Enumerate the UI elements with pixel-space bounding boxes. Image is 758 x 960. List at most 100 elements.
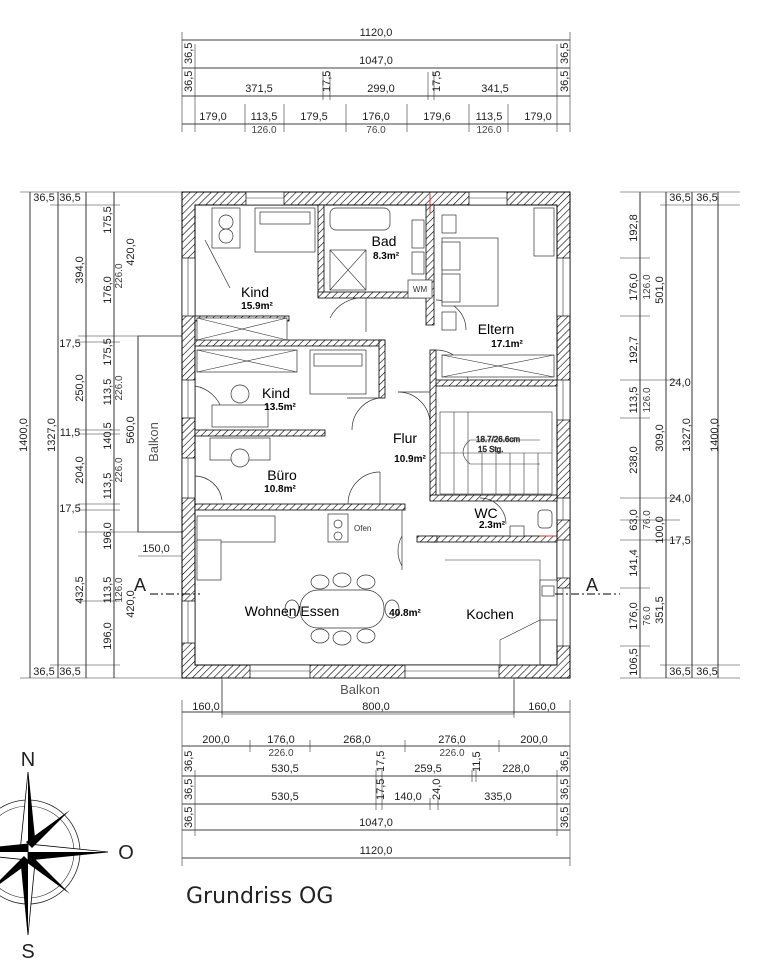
dim-bottom-r3-2: 140,0 [394,791,422,803]
dim-right-win-2: 192,7 [628,336,640,364]
dim-right-sub-3: 76.0 [642,606,653,626]
dim-bottom-sub-0: 226.0 [268,748,293,759]
dim-left-room-4: 204,0 [74,456,86,484]
top-dimensions: 1120,0 1047,0 36,5 36,5 36,5 36,5 371,5 … [181,27,571,136]
dim-top-r3-3: 17,5 [431,71,443,92]
dim-left-win-5: 113,5 [102,473,114,500]
room-buero-name: Büro [267,467,297,483]
dim-bottom-r2-0: 530,5 [271,763,299,775]
dim-right-outer-3: 351,5 [654,596,666,624]
ofen-label: Ofen [354,524,371,533]
dim-left-room-3: 11,5 [60,427,81,439]
dim-right-win-1: 176,0 [628,273,640,301]
dim-bottom-r1-4: 200,0 [520,734,548,746]
bad-fixtures: WM [329,207,433,299]
compass: N O S [0,749,134,960]
dim-bottom-wall-1: 36,5 [183,751,195,772]
dim-left-win-3: 113,5 [102,379,114,406]
room-wc-area: 2.3m² [479,520,506,531]
dim-top-r4-1: 113,5 [251,111,278,123]
dim-left-overall: 1400,0 [18,418,30,452]
dim-right-inner: 1327,0 [681,418,693,452]
dim-bottom-r2-1: 17,5 [375,751,387,772]
dim-left-sub-2: 226.0 [114,457,125,482]
dim-left-wall-b2: 36,5 [59,666,80,678]
room-wohnen-name: Wohnen/Essen [245,603,340,619]
dim-right-wall-t2: 36,5 [696,192,717,204]
building: WM 18.7/26.6cm 15 Stg. [181,191,571,679]
dim-bottom-overall: 1120,0 [360,845,393,857]
dim-left-win-7: 113,5 [102,577,114,604]
dim-left-420-b: 420,0 [125,590,137,618]
dim-left-room-1: 17,5 [59,338,80,350]
dim-right-win-5: 63,0 [628,509,640,530]
dim-bottom-r1-1: 176,0 [267,734,295,746]
room-kochen-name: Kochen [466,606,513,622]
dim-left-sub-1: 226.0 [114,375,125,400]
room-bad-area: 8.3m² [373,251,400,262]
eltern-furniture [441,207,555,378]
dim-left-win-1: 176,0 [102,276,114,304]
dim-left-balkon-depth: 560,0 [125,416,137,444]
room-labels: Kind 15.9m² Kind 13.5m² Büro 10.8m² Bad … [241,233,524,622]
dim-top-wall-l2: 36,5 [183,71,195,92]
section-a-left: A [134,575,146,595]
living-furniture [196,515,400,646]
dim-bottom-wall-3: 36,5 [183,779,195,800]
dim-right-win-7: 176,0 [628,602,640,630]
dim-bottom-wall-6: 36,5 [559,807,571,828]
dim-bottom-r3-1: 17,5 [375,779,387,800]
dim-right-sub-1: 126.0 [642,387,653,412]
dim-right-wall-b1: 36,5 [669,666,690,678]
balkon-west: Balkon [137,335,183,533]
dim-left-balkon-width: 150,0 [142,543,170,555]
room-flur-area: 10.9m² [394,454,426,465]
compass-north-label: N [21,749,35,771]
dim-left-win-4: 140,5 [102,422,114,450]
dim-bottom-r1-2: 268,0 [343,734,371,746]
dim-right-sub-0: 126.0 [642,274,653,299]
dim-right-outer-1: 309,0 [654,424,666,452]
dim-bottom-wall-5: 36,5 [183,807,195,828]
dim-left-win-2: 175,5 [102,338,114,366]
dim-bottom-sub-1: 226.0 [439,748,464,759]
room-kind2-name: Kind [262,385,290,401]
dim-top-inner: 1047,0 [359,55,393,67]
dim-bottom-r3-0: 530,5 [271,791,299,803]
exterior-wall [181,191,571,679]
dim-bottom-r3-3: 24,0 [431,779,443,800]
room-bad-name: Bad [372,233,397,249]
dim-top-wall-l: 36,5 [183,43,195,64]
room-wc-name: WC [474,505,497,521]
dim-bottom-r2-2: 259,5 [414,763,442,775]
dim-bottom-balkon-2: 160,0 [528,701,556,713]
dim-left-wall-b1: 36,5 [33,666,54,678]
dim-bottom-wall-4: 36,5 [559,779,571,800]
dim-left-room-8: 196,0 [102,622,114,650]
ofen: Ofen [327,513,371,543]
stair-spec-2: 15 Stg. [478,445,503,454]
dim-right-wall-b2: 36,5 [696,666,717,678]
dim-top-overall: 1120,0 [360,27,393,39]
dim-left-room-5: 17,5 [59,503,80,515]
section-line: A A [134,575,620,595]
kitchen [445,541,558,666]
dim-right-win-0: 192,8 [628,214,640,242]
dim-top-r3-1: 17,5 [321,71,333,92]
dim-left-room-7: 432,5 [74,576,86,604]
right-dimensions: 1400,0 1327,0 36,5 36,5 36,5 36,5 501,0 … [620,191,740,679]
room-buero-area: 10.8m² [264,484,296,495]
section-a-right: A [586,575,598,595]
dim-top-wall-r2: 36,5 [559,71,571,92]
dim-top-wall-r: 36,5 [559,43,571,64]
dim-right-mid-1: 24,0 [669,493,690,505]
dim-right-outer-2: 100,0 [654,516,666,544]
room-eltern-name: Eltern [478,321,515,337]
dim-bottom-balkon-0: 160,0 [192,701,220,713]
compass-south-label: S [21,941,34,960]
wc-fixtures [509,509,553,537]
kind1-furniture [196,207,316,341]
dim-right-mid-0: 24,0 [669,377,690,389]
dim-top-sub-2: 126.0 [476,125,501,136]
dim-left-wall-t2: 36,5 [59,192,80,204]
